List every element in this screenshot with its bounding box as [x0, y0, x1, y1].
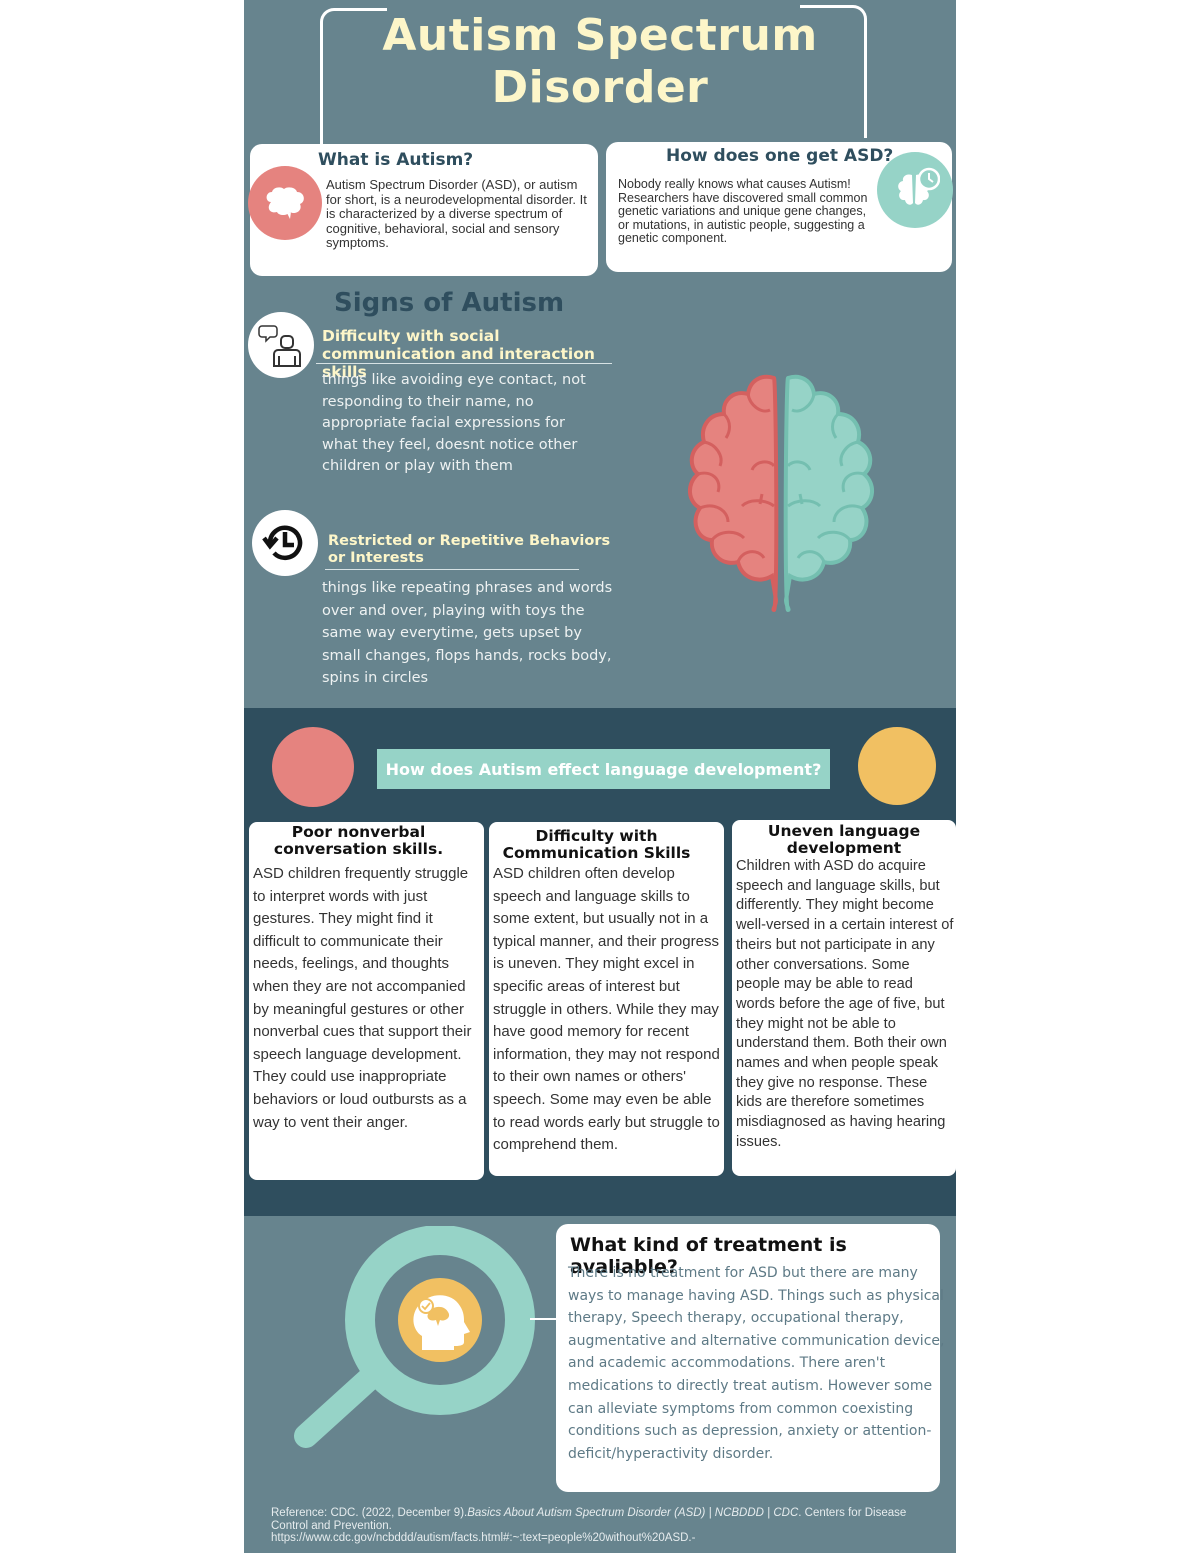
language-card-2-body: ASD children often develop speech and la… — [493, 865, 720, 1154]
what-is-autism-body: Autism Spectrum Disorder (ASD), or autis… — [326, 177, 587, 250]
person-speech-icon — [248, 312, 314, 378]
reference-source-title: Basics About Autism Spectrum Disorder (A… — [467, 1507, 799, 1519]
language-card-3-body: Children with ASD do acquire speech and … — [736, 858, 954, 1150]
treatment-card: What kind of treatment is avaliable? The… — [556, 1224, 944, 1492]
language-card-1-title: Poor nonverbal conversation skills. — [273, 823, 444, 858]
infographic-poster: Autism Spectrum Disorder What is Autism?… — [244, 0, 956, 1553]
brain-clock-icon — [877, 152, 953, 228]
what-is-autism-card: What is Autism? Autism Spectrum Disorder… — [250, 144, 598, 276]
signs-heading: Signs of Autism — [334, 288, 565, 318]
language-banner: How does Autism effect language developm… — [377, 749, 830, 789]
reference-url[interactable]: https://www.cdc.gov/ncbddd/autism/facts.… — [271, 1532, 696, 1544]
language-card-3: Uneven language development Children wit… — [732, 820, 956, 1176]
gold-dot-decoration — [858, 727, 936, 805]
title-line-1: Autism Spectrum — [382, 10, 818, 61]
history-clock-icon — [252, 510, 318, 576]
reference-citation: Reference: CDC. (2022, December 9).Basic… — [271, 1507, 931, 1545]
language-card-3-title: Uneven language development — [767, 822, 921, 857]
two-color-brain-icon — [658, 370, 904, 616]
sign-1-divider — [316, 363, 612, 364]
language-card-2-title: Difficulty with Communication Skills — [502, 827, 691, 862]
sign-2-divider — [325, 569, 579, 570]
treatment-body: There is no treatment for ASD but there … — [568, 1265, 945, 1462]
sign-1-title: Difficulty with social communication and… — [322, 327, 595, 381]
title-frame-right — [800, 5, 867, 138]
magnifier-head-icon — [280, 1225, 542, 1456]
treatment-heading: What kind of treatment is avaliable? — [570, 1234, 847, 1278]
reference-suffix: . Centers for Disease Control and Preven… — [271, 1507, 907, 1532]
brain-icon — [248, 166, 322, 240]
coral-dot-decoration — [272, 727, 354, 807]
treatment-connector-line — [530, 1318, 558, 1320]
reference-prefix: Reference: CDC. (2022, December 9). — [271, 1507, 468, 1519]
sign-1-body: things like avoiding eye contact, not re… — [322, 372, 586, 474]
title-line-2: Disorder — [491, 62, 709, 113]
what-is-autism-heading: What is Autism? — [318, 150, 474, 170]
language-card-1-body: ASD children frequently struggle to inte… — [253, 865, 472, 1131]
sign-2-title: Restricted or Repetitive Behaviors or In… — [328, 533, 611, 566]
language-card-2: Difficulty with Communication Skills ASD… — [489, 822, 724, 1176]
page-title: Autism Spectrum Disorder — [244, 10, 956, 114]
language-card-1: Poor nonverbal conversation skills. ASD … — [249, 822, 484, 1180]
sign-2-body: things like repeating phrases and words … — [322, 580, 613, 686]
title-frame-left — [320, 8, 387, 147]
how-get-asd-body: Nobody really knows what causes Autism! … — [618, 177, 868, 245]
how-get-asd-heading: How does one get ASD? — [666, 146, 894, 166]
